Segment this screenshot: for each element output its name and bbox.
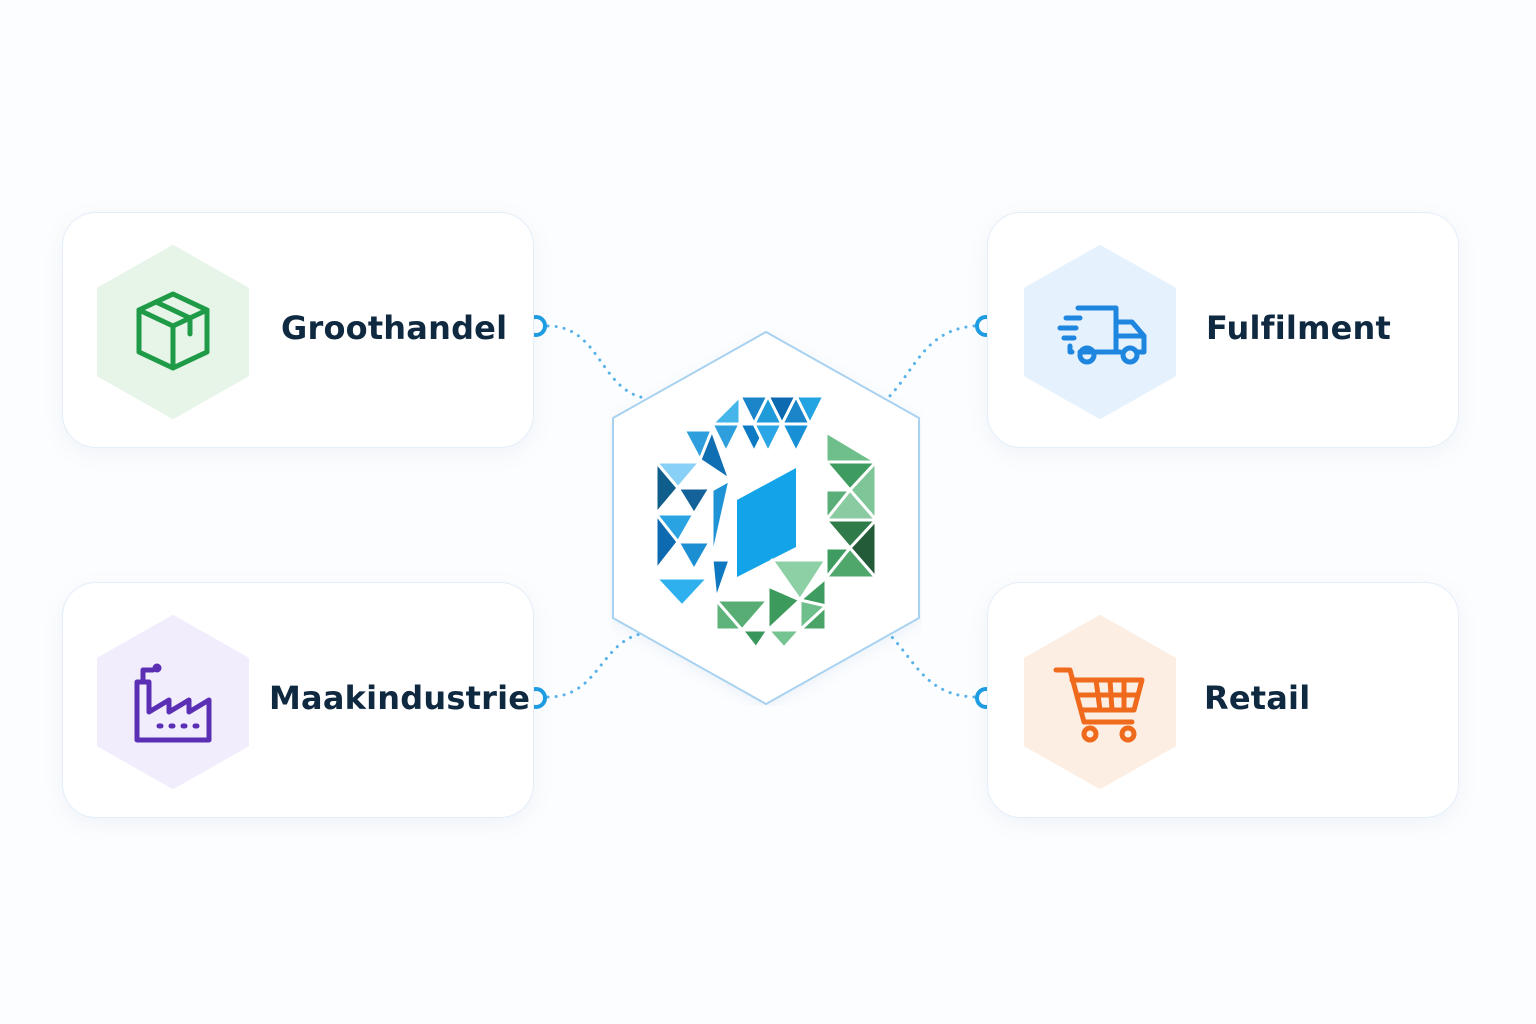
icon-badge <box>97 245 249 419</box>
package-box-icon <box>136 291 210 371</box>
central-hub <box>612 331 920 705</box>
sector-card-retail[interactable]: Retail <box>987 582 1459 818</box>
sector-card-maakindustrie[interactable]: Maakindustrie <box>62 582 534 818</box>
icon-badge <box>1024 245 1176 419</box>
sector-card-fulfilment[interactable]: Fulfilment <box>987 212 1459 448</box>
factory-icon <box>134 663 212 743</box>
sector-label: Maakindustrie <box>269 679 531 717</box>
hexagon-mosaic-logo-icon <box>654 394 878 650</box>
sector-label: Retail <box>1204 679 1311 717</box>
sector-label: Groothandel <box>281 309 508 347</box>
icon-badge <box>97 615 249 789</box>
sector-label: Fulfilment <box>1206 309 1391 347</box>
shopping-cart-icon <box>1053 667 1145 743</box>
delivery-truck-icon <box>1057 305 1147 365</box>
sector-card-groothandel[interactable]: Groothandel <box>62 212 534 448</box>
icon-badge <box>1024 615 1176 789</box>
